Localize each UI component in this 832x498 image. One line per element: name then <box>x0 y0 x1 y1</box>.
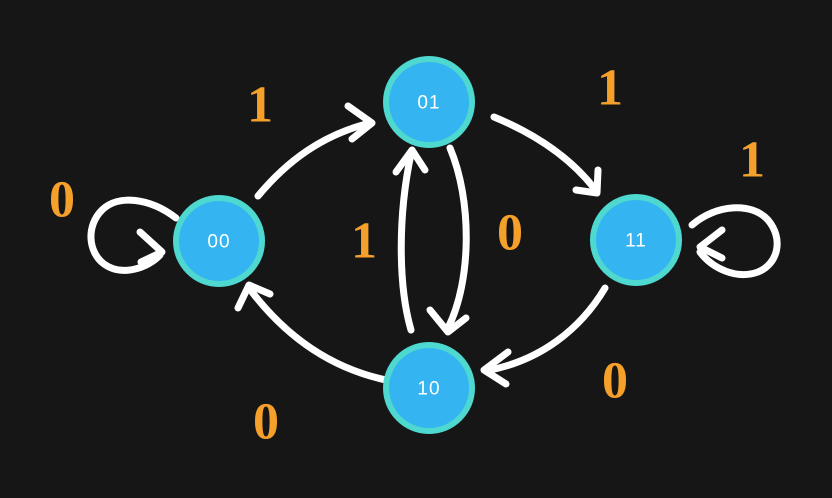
edge-label-11-to-10: 0 <box>602 353 628 410</box>
edge-10-to-00-path <box>248 288 390 384</box>
edge-10-to-01-path <box>397 150 415 334</box>
edge-01-to-11-arrowhead <box>572 166 602 197</box>
edge-01-to-10-path <box>444 144 470 332</box>
edge-11-to-11 <box>688 204 781 279</box>
edge-00-to-00-path <box>87 196 180 274</box>
node-00-label: 00 <box>207 232 230 253</box>
edge-11-to-10 <box>480 284 609 388</box>
edge-00-to-01-path <box>254 120 370 200</box>
node-01-label: 01 <box>417 93 440 114</box>
edge-00-to-00 <box>87 196 180 274</box>
edge-00-to-00-arrowhead <box>136 228 166 266</box>
node-11-label: 11 <box>625 231 647 252</box>
edge-label-01-to-11: 1 <box>597 60 623 117</box>
node-00[interactable]: 00 <box>173 195 265 287</box>
node-01-fill <box>389 62 469 142</box>
node-11[interactable]: 11 <box>590 194 682 286</box>
edge-10-to-00 <box>234 281 390 384</box>
node-10-label: 10 <box>417 379 440 400</box>
edge-01-to-11-path <box>490 113 598 192</box>
edge-10-to-01-arrowhead <box>392 146 429 176</box>
edge-11-to-10-arrowhead <box>480 348 512 388</box>
edge-00-to-01-arrowhead <box>344 102 376 143</box>
edge-10-to-00-arrowhead <box>234 281 274 312</box>
edge-label-01-to-10: 0 <box>497 205 523 262</box>
edge-01-to-11 <box>490 113 602 197</box>
edge-00-to-01 <box>254 102 376 200</box>
edge-01-to-10-arrowhead <box>426 306 470 336</box>
edge-label-00-to-01: 1 <box>247 77 273 134</box>
node-11-fill <box>596 200 676 280</box>
node-10[interactable]: 10 <box>383 342 475 434</box>
edge-label-10-to-00: 0 <box>253 394 279 451</box>
edge-01-to-10 <box>426 144 470 336</box>
node-00-fill <box>179 201 259 281</box>
edge-11-to-11-arrowhead <box>696 226 726 262</box>
node-10-fill <box>389 348 469 428</box>
edge-label-11-to-11: 1 <box>739 132 765 189</box>
edge-11-to-11-path <box>688 204 781 279</box>
edge-label-10-to-01: 1 <box>351 213 377 270</box>
edge-10-to-01 <box>392 146 429 334</box>
edge-11-to-10-path <box>486 284 609 374</box>
edge-label-00-to-00: 0 <box>49 172 75 229</box>
node-01[interactable]: 01 <box>383 56 475 148</box>
